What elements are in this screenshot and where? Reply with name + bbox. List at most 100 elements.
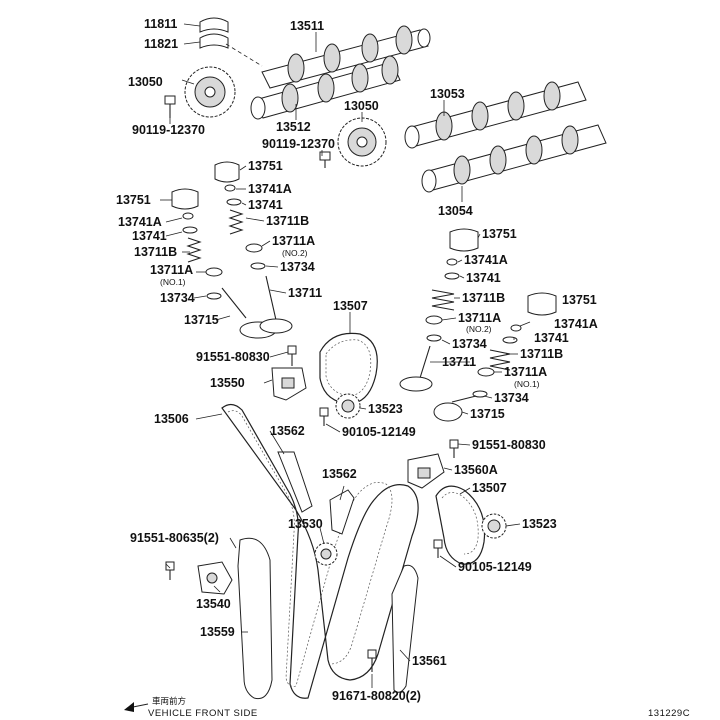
label-13512: 13512 bbox=[276, 120, 311, 134]
part-illustrations bbox=[164, 17, 607, 700]
label-13741-c: 13741 bbox=[466, 271, 501, 285]
label-13741A-b: 13741A bbox=[248, 182, 292, 196]
valve-stack-left-b bbox=[214, 161, 293, 334]
label-13711B-a: 13711B bbox=[134, 245, 177, 259]
bolt-90105-left bbox=[319, 407, 329, 426]
vvt-gear-left bbox=[184, 66, 236, 118]
bolt-90105-right bbox=[433, 539, 443, 558]
camshaft-13511 bbox=[261, 25, 431, 89]
chain-13507-left bbox=[319, 332, 378, 405]
label-13741A-a: 13741A bbox=[118, 215, 162, 229]
bolt-90119-right bbox=[319, 151, 331, 168]
label-13507-bottom: 13507 bbox=[472, 481, 507, 495]
valve-stack-right-d bbox=[433, 292, 557, 422]
leader-lines bbox=[160, 23, 531, 688]
tensioner-arm-13559 bbox=[237, 537, 273, 700]
bolt-91551-right bbox=[449, 439, 459, 458]
label-91551-top: 91551-80830 bbox=[196, 350, 270, 364]
label-91551-right: 91551-80830 bbox=[472, 438, 546, 452]
vehicle-front-label-cjk: 車両前方 bbox=[152, 696, 186, 707]
label-13559: 13559 bbox=[200, 625, 235, 639]
vehicle-front-label: VEHICLE FRONT SIDE bbox=[148, 708, 258, 719]
camshaft-13512 bbox=[250, 55, 401, 120]
label-13560A: 13560A bbox=[454, 463, 498, 477]
crank-sprocket-13530 bbox=[314, 542, 338, 566]
label-13711B-b: 13711B bbox=[266, 214, 309, 228]
label-11811: 11811 bbox=[144, 17, 177, 31]
label-13054: 13054 bbox=[438, 204, 473, 218]
bolt-91551-80635 bbox=[165, 561, 175, 580]
label-13711B-c: 13711B bbox=[462, 291, 505, 305]
camshaft-13054 bbox=[421, 124, 607, 193]
label-13741-d: 13741 bbox=[534, 331, 569, 345]
note-no1-a: (NO.1) bbox=[160, 277, 186, 287]
label-13711A-b: 13711A bbox=[272, 234, 315, 248]
chain-guide-13561 bbox=[391, 564, 419, 693]
camshaft-13053 bbox=[404, 81, 587, 149]
label-90119-right: 90119-12370 bbox=[262, 137, 335, 151]
tensioner-13560A bbox=[407, 453, 445, 489]
label-13734-c: 13734 bbox=[452, 337, 487, 351]
label-13511: 13511 bbox=[290, 19, 324, 33]
drawing-number: 131229C bbox=[648, 708, 690, 719]
bolt-91551-left bbox=[287, 345, 297, 366]
label-13715-d: 13715 bbox=[470, 407, 505, 421]
label-13540: 13540 bbox=[196, 597, 231, 611]
vvt-gear-right bbox=[337, 117, 387, 167]
label-13751-c: 13751 bbox=[482, 227, 517, 241]
label-13711A-a: 13711A bbox=[150, 263, 193, 277]
label-13711A-d: 13711A bbox=[504, 365, 547, 379]
guide-13562-left bbox=[277, 451, 313, 513]
tensioner-13540 bbox=[197, 561, 233, 595]
label-91551-80635: 91551-80635(2) bbox=[130, 531, 219, 545]
note-no1-d: (NO.1) bbox=[514, 379, 540, 389]
note-no2-b: (NO.2) bbox=[282, 248, 308, 258]
sprocket-13523-right bbox=[481, 513, 507, 539]
label-13530: 13530 bbox=[288, 517, 323, 531]
label-13715-a: 13715 bbox=[184, 313, 219, 327]
bolt-90119-left bbox=[164, 95, 176, 118]
label-13711-b: 13711 bbox=[288, 286, 322, 300]
label-13741A-c: 13741A bbox=[464, 253, 508, 267]
label-13561: 13561 bbox=[412, 654, 447, 668]
label-13711A-c: 13711A bbox=[458, 311, 501, 325]
label-13741-a: 13741 bbox=[132, 229, 167, 243]
bolt-91671 bbox=[367, 649, 377, 672]
label-13523-top: 13523 bbox=[368, 402, 403, 416]
tensioner-13550 bbox=[271, 367, 307, 401]
guide-13562-right bbox=[329, 489, 355, 535]
camshaft-bearing-pair bbox=[199, 17, 229, 49]
label-13506: 13506 bbox=[154, 412, 189, 426]
label-13734-b: 13734 bbox=[280, 260, 315, 274]
label-13741A-d: 13741A bbox=[554, 317, 598, 331]
label-13751-d: 13751 bbox=[562, 293, 597, 307]
label-13734-d: 13734 bbox=[494, 391, 529, 405]
label-90105-top: 90105-12149 bbox=[342, 425, 416, 439]
label-13562-mid: 13562 bbox=[322, 467, 357, 481]
note-no2-c: (NO.2) bbox=[466, 324, 492, 334]
footer: 車両前方 VEHICLE FRONT SIDE 131229C bbox=[124, 696, 690, 719]
label-11821: 11821 bbox=[144, 37, 178, 51]
label-90105-bottom: 90105-12149 bbox=[458, 560, 532, 574]
label-13751-a: 13751 bbox=[116, 193, 151, 207]
valve-stack-right-c bbox=[399, 228, 479, 392]
vehicle-front-arrow-icon bbox=[124, 702, 149, 712]
label-13053: 13053 bbox=[430, 87, 465, 101]
label-13050-right: 13050 bbox=[344, 99, 379, 113]
label-13711-c: 13711 bbox=[442, 355, 476, 369]
chain-13507-right bbox=[435, 485, 486, 565]
part-labels: 11811 11821 13511 13050 90119-12370 1351… bbox=[116, 17, 598, 703]
label-13741-b: 13741 bbox=[248, 198, 283, 212]
label-90119-left: 90119-12370 bbox=[132, 123, 205, 137]
label-13507-top: 13507 bbox=[333, 299, 368, 313]
label-13734-a: 13734 bbox=[160, 291, 195, 305]
label-91671: 91671-80820(2) bbox=[332, 689, 421, 703]
label-13751-b: 13751 bbox=[248, 159, 283, 173]
label-13550: 13550 bbox=[210, 376, 245, 390]
label-13711B-d: 13711B bbox=[520, 347, 563, 361]
label-13523-bottom: 13523 bbox=[522, 517, 557, 531]
label-13562-top: 13562 bbox=[270, 424, 305, 438]
sprocket-13523-left bbox=[335, 393, 361, 419]
label-13050-left: 13050 bbox=[128, 75, 163, 89]
